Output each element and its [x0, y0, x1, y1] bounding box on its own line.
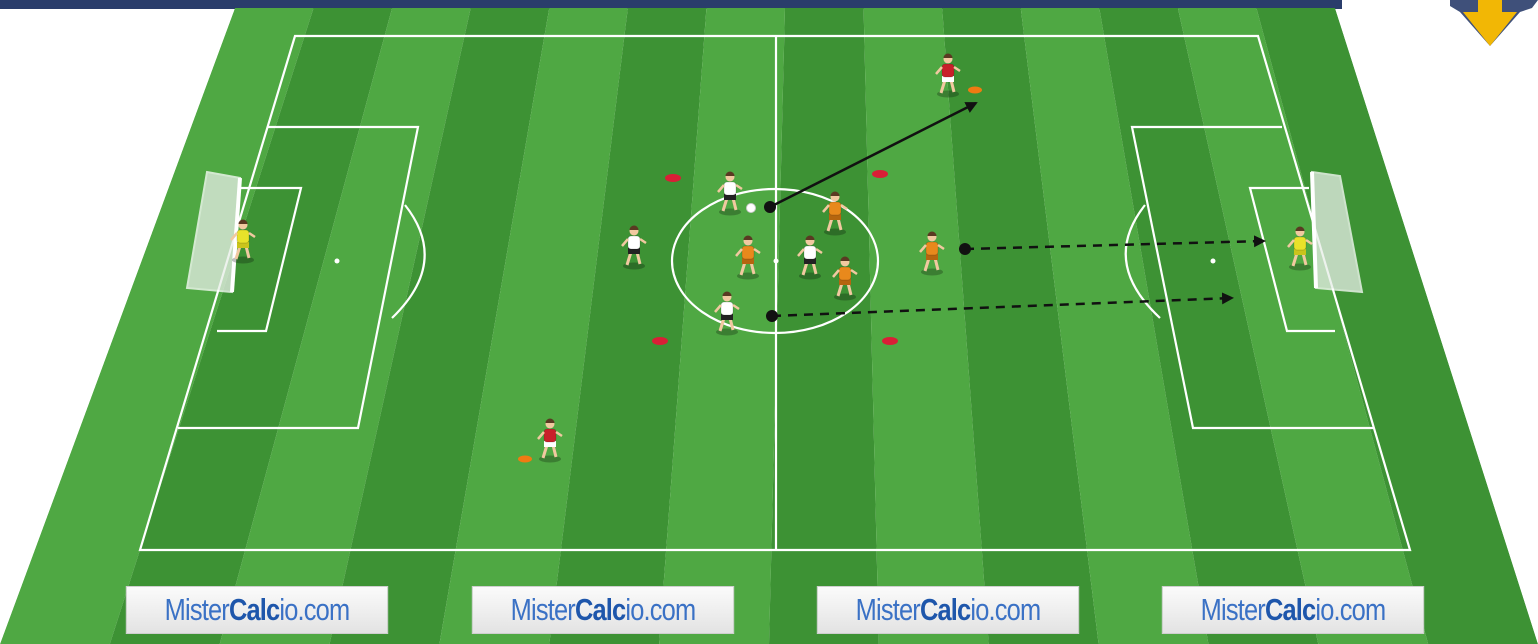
ad-board-text: io.com [1315, 592, 1385, 628]
arrow-origin-dot [764, 201, 776, 213]
arrow-down-icon [1450, 0, 1538, 46]
ad-board-text: Calc [575, 592, 625, 628]
left-penalty-spot [335, 259, 340, 264]
right-penalty-spot [1211, 259, 1216, 264]
arrow-origin-dot [959, 243, 971, 255]
cone-icon [882, 337, 898, 345]
ad-board-text: io.com [279, 592, 349, 628]
ad-board-text: Mister [1201, 592, 1265, 628]
ad-board-text: Calc [229, 592, 279, 628]
cone-icon [872, 170, 888, 178]
cone-icon [665, 174, 681, 182]
arrow-origin-dot [766, 310, 778, 322]
grass-stripes [0, 8, 1538, 644]
ball-icon [747, 204, 756, 213]
ad-board-text: Mister [856, 592, 920, 628]
ad-board-text: Mister [511, 592, 575, 628]
centre-spot [774, 259, 779, 264]
ad-board-text: Calc [1265, 592, 1315, 628]
cone-icon [968, 87, 982, 94]
ad-board-text: io.com [970, 592, 1040, 628]
ad-board-text: io.com [625, 592, 695, 628]
ad-board-text: Calc [920, 592, 970, 628]
ad-board-text: Mister [165, 592, 229, 628]
cone-icon [652, 337, 668, 345]
cone-icon [518, 456, 532, 463]
grass-stripe [769, 8, 879, 644]
top-bar [0, 0, 1342, 9]
